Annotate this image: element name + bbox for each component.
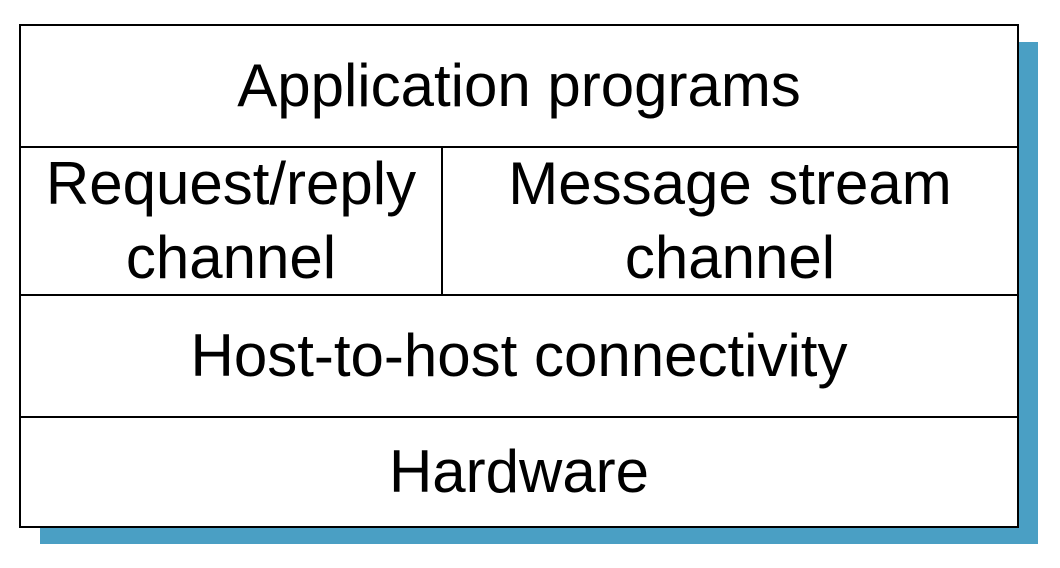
request-reply-label-line1: Request/reply [45,150,417,217]
request-reply-label-line2: channel [125,224,337,291]
layer-application-programs: Application programs [21,26,1017,148]
layer-label-hardware: Hardware [388,438,650,505]
message-stream-label-line2: channel [624,224,836,291]
layer-message-stream-channel: Message stream channel [443,148,1017,294]
layer-label-application: Application programs [237,52,801,119]
layer-label-host-to-host: Host-to-host connectivity [190,322,848,389]
layer-host-to-host-connectivity: Host-to-host connectivity [21,296,1017,418]
protocol-stack-diagram: Application programs Request/reply chann… [19,24,1019,528]
layer-request-reply-channel: Request/reply channel [21,148,443,294]
layer-channels: Request/reply channel Message stream cha… [21,148,1017,296]
message-stream-label-line1: Message stream [508,150,952,217]
layer-hardware: Hardware [21,418,1017,526]
